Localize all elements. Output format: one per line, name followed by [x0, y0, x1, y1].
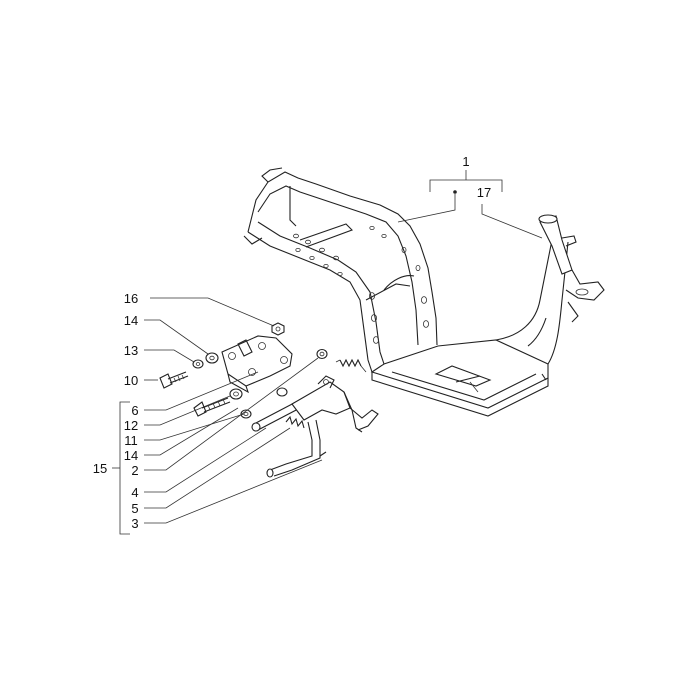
callout-5: 5	[131, 501, 138, 516]
part-5-spring	[285, 415, 305, 429]
part-4-pivot-pin	[251, 401, 301, 432]
callout-1: 1	[462, 154, 469, 169]
leader-lines	[112, 170, 543, 535]
part-14-washer-lower	[276, 387, 288, 397]
scooter-frame	[243, 167, 605, 417]
part-12-spacer	[229, 388, 243, 400]
part-11-washer	[240, 409, 252, 419]
callout-4: 4	[131, 485, 138, 500]
part-13-washer	[192, 359, 204, 369]
part-6-bolt	[193, 397, 231, 417]
parts-group	[159, 322, 379, 478]
callout-12: 12	[124, 418, 138, 433]
callout-14-upper: 14	[124, 313, 138, 328]
part-3-main-stand	[266, 375, 379, 478]
mounting-bracket	[221, 335, 293, 394]
part-2-washer	[316, 348, 328, 360]
callout-labels: 1 17 16 14 13 10 6 12 11 14 2 4 5 3 15	[93, 154, 491, 531]
callout-17: 17	[477, 185, 491, 200]
part-10-bolt	[159, 371, 189, 389]
callout-15: 15	[93, 461, 107, 476]
part-16-nut	[271, 322, 285, 336]
callout-14-lower: 14	[124, 448, 138, 463]
part-14-washer-upper	[205, 352, 219, 364]
callout-13: 13	[124, 343, 138, 358]
callout-6: 6	[131, 403, 138, 418]
callout-10: 10	[124, 373, 138, 388]
callout-3: 3	[131, 516, 138, 531]
callout-16: 16	[124, 291, 138, 306]
stand-spring-upper	[335, 358, 367, 373]
callout-2: 2	[131, 463, 138, 478]
callout-11: 11	[124, 433, 138, 448]
